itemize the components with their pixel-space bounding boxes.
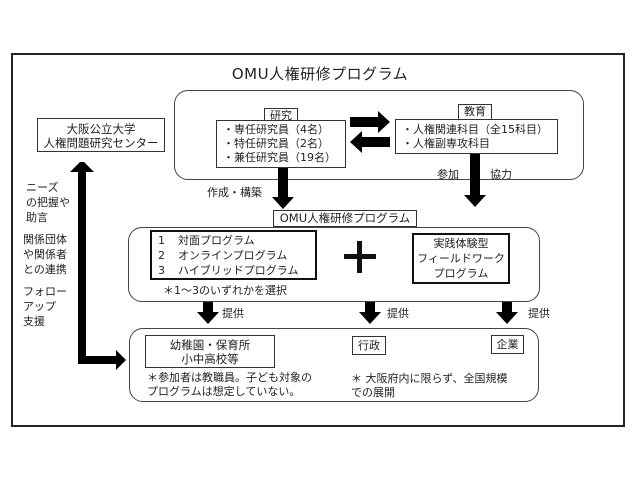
government-box: 行政	[352, 336, 386, 355]
option-number: 1	[158, 234, 165, 247]
research-center-box: 大阪公立大学 人権問題研究センター	[37, 118, 165, 152]
fieldwork-program-box: 実践体験型 フィールドワーク プログラム	[412, 233, 510, 284]
arrow-create-down	[272, 168, 294, 209]
arrow-provide-government	[359, 302, 381, 324]
schools-line: 幼稚園・保育所	[169, 338, 251, 352]
program-select-note: ＊1～3のいずれかを選択	[163, 284, 287, 297]
side-note-line: ニーズ	[26, 181, 59, 194]
option-number: 2	[158, 249, 165, 262]
fieldwork-line: フィールドワーク	[417, 252, 505, 265]
side-note-collaboration: 関係団体 や関係者 との連携	[23, 232, 67, 277]
program-options-box: 1 対面プログラム 2 オンラインプログラム 3 ハイブリッドプログラム	[150, 230, 317, 280]
arrow-center-link	[70, 162, 126, 370]
schools-note-line: ＊参加者は教職員。子ども対象の	[147, 371, 312, 384]
schools-note: ＊参加者は教職員。子ども対象の プログラムは想定していない。	[147, 371, 312, 399]
cooperate-label: 協力	[490, 168, 512, 181]
companies-box: 企業	[491, 335, 524, 354]
research-item: ・専任研究員（4名）	[223, 123, 329, 136]
program-option: 1 対面プログラム	[158, 233, 315, 248]
arrow-research-to-education	[350, 111, 390, 133]
education-list: ・人権関連科目（全15科目） ・人権副専攻科目	[395, 119, 558, 154]
schools-box: 幼稚園・保育所 小中高校等	[145, 335, 275, 368]
arrow-provide-companies	[496, 302, 518, 324]
program-option: 2 オンラインプログラム	[158, 248, 315, 263]
side-note-line: フォロー	[23, 285, 67, 298]
provide-label-schools: 提供	[222, 307, 244, 320]
side-note-line: アップ	[23, 300, 56, 313]
diagram-title: OMU人権研修プログラム	[231, 65, 409, 83]
scope-note-line: での展開	[351, 386, 395, 399]
side-note-line: の把握や	[26, 196, 70, 209]
option-name: ハイブリッドプログラム	[178, 264, 299, 277]
education-label: 教育	[458, 104, 492, 120]
diagram-frame	[11, 53, 625, 427]
center-name-line-2: 人権問題研究センター	[43, 136, 159, 150]
side-note-line: 助言	[26, 211, 48, 224]
program-option: 3 ハイブリッドプログラム	[158, 263, 315, 278]
side-note-line: との連携	[23, 263, 67, 276]
arrow-education-down	[464, 154, 486, 207]
schools-note-line: プログラムは想定していない。	[147, 385, 301, 398]
option-number: 3	[158, 264, 165, 277]
side-note-followup: フォロー アップ 支援	[23, 284, 67, 329]
side-note-line: や関係者	[23, 248, 67, 261]
scope-note: ＊ 大阪府内に限らず、全国規模 での展開	[351, 372, 508, 400]
side-note-line: 支援	[23, 315, 45, 328]
option-name: 対面プログラム	[178, 234, 255, 247]
fieldwork-line: プログラム	[433, 267, 489, 280]
side-note-needs: ニーズ の把握や 助言	[26, 180, 70, 225]
fieldwork-line: 実践体験型	[433, 237, 489, 250]
schools-line: 小中高校等	[181, 352, 239, 366]
side-note-line: 関係団体	[23, 233, 67, 246]
option-name: オンラインプログラム	[178, 249, 288, 262]
provide-label-companies: 提供	[528, 307, 550, 320]
research-item: ・兼任研究員（19名）	[223, 151, 336, 164]
arrow-education-to-research	[350, 131, 390, 153]
create-label: 作成・構築	[207, 186, 262, 199]
arrow-provide-schools	[197, 302, 219, 324]
participate-label: 参加	[437, 168, 459, 181]
research-item: ・特任研究員（2名）	[223, 137, 329, 150]
plus-icon	[344, 241, 376, 273]
education-item: ・人権副専攻科目	[402, 137, 490, 150]
program-label: OMU人権研修プログラム	[273, 210, 417, 227]
education-item: ・人権関連科目（全15科目）	[402, 123, 548, 136]
provide-label-government: 提供	[387, 307, 409, 320]
scope-note-line: ＊ 大阪府内に限らず、全国規模	[351, 372, 508, 385]
center-name-line-1: 大阪公立大学	[66, 122, 136, 136]
research-list: ・専任研究員（4名） ・特任研究員（2名） ・兼任研究員（19名）	[216, 120, 346, 168]
